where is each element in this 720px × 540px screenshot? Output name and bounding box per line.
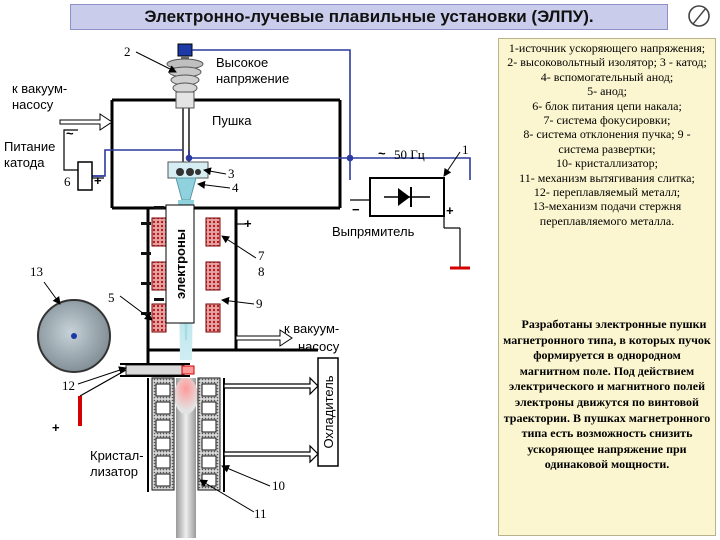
freq-label: 50 Гц — [394, 147, 425, 162]
crystallizer-line2: лизатор — [90, 464, 138, 479]
callout-8: 8 — [258, 264, 265, 279]
legend-item: 6- блок питания цепи накала; — [532, 98, 682, 113]
cathode-power-ac-symbol: ~ — [66, 126, 74, 141]
description-paragraph: Разработаны электронные пушки магнетронн… — [503, 317, 711, 472]
callout-13: 13 — [30, 264, 43, 279]
callout-12: 12 — [62, 378, 75, 393]
cathode-power-line1: Питание — [4, 139, 55, 154]
legend-item: 2- высоковольтный изолятор; 3 - катод; — [507, 55, 707, 70]
feed-rod-lead — [79, 369, 127, 397]
vacuum-arrow-left — [59, 113, 113, 131]
rectifier-ac-symbol: ~ — [378, 146, 386, 161]
circle-slash-icon[interactable] — [687, 4, 711, 28]
cathode-power-line2: катода — [4, 155, 45, 170]
legend-item: 10- кристаллизатор; — [556, 156, 658, 171]
rectifier — [350, 177, 470, 270]
cathode — [167, 108, 209, 179]
cooler-label: Охладитель — [321, 375, 336, 448]
legend-item: 1-источник ускоряющего напряжения; — [508, 41, 706, 55]
feed-rod — [120, 363, 195, 377]
cooler-box — [317, 357, 339, 467]
legend-item: 8- система отклонения пучка; 9 - система… — [523, 127, 691, 156]
callout-3: 3 — [228, 166, 235, 181]
legend-item: 4- вспомогательный анод; — [540, 69, 674, 84]
rectifier-minus: − — [352, 202, 360, 217]
crystallizer — [147, 377, 225, 538]
callout-11: 11 — [254, 506, 267, 521]
feed-drum — [37, 299, 111, 373]
callout-1: 1 — [462, 142, 469, 157]
vacuum-arrow-right — [235, 329, 293, 347]
callout-7: 7 — [258, 248, 265, 263]
vacuum-pump-right-line1: к вакуум- — [284, 321, 339, 336]
legend-item: 13-механизм подачи стержня переплавляемо… — [532, 199, 682, 228]
legend-list: 1-источник ускоряющего напряжения; 2- вы… — [503, 41, 711, 228]
callout-9: 9 — [256, 296, 263, 311]
legend-item: 7- система фокусировки; — [543, 113, 671, 128]
hv-wiring — [92, 49, 471, 180]
anode-plus: + — [244, 216, 252, 231]
vacuum-pump-left-line1: к вакуум- — [12, 81, 67, 96]
page-title: Электронно-лучевые плавильные установки … — [144, 7, 594, 26]
title-bar: Электронно-лучевые плавильные установки … — [70, 4, 668, 30]
gun-label: Пушка — [212, 113, 252, 128]
callout-10: 10 — [272, 478, 285, 493]
cathode-power-plus: + — [94, 173, 102, 188]
hv-insulator — [166, 43, 204, 109]
feed-rod-plus: + — [52, 420, 60, 435]
legend-item: 11- механизм вытягивания слитка; — [519, 170, 695, 185]
callout-2: 2 — [124, 44, 131, 59]
vacuum-pump-left-line2: насосу — [12, 97, 54, 112]
rectifier-plus: + — [446, 203, 454, 218]
callout-4: 4 — [232, 180, 239, 195]
high-voltage-line1: Высокое — [216, 55, 268, 70]
rectifier-label: Выпрямитель — [332, 224, 415, 239]
electrons-box — [165, 204, 195, 324]
callout-leaders — [43, 51, 461, 513]
callout-5: 5 — [108, 290, 115, 305]
cathode-power-unit — [63, 129, 104, 191]
callout-6: 6 — [64, 174, 71, 189]
legend-item: 12- переплавляемый металл; — [533, 185, 681, 200]
legend-item: 5- анод; — [587, 84, 627, 99]
electrons-label: электроны — [173, 229, 188, 299]
legend-panel: 1-источник ускоряющего напряжения; 2- вы… — [498, 38, 716, 536]
vacuum-chamber — [110, 98, 342, 365]
high-voltage-line2: напряжение — [216, 71, 289, 86]
crystallizer-line1: Кристал- — [90, 448, 144, 463]
focus-coils — [151, 217, 221, 333]
cooler-pipes — [223, 376, 319, 464]
vacuum-pump-right-line2: насосу — [298, 339, 340, 354]
